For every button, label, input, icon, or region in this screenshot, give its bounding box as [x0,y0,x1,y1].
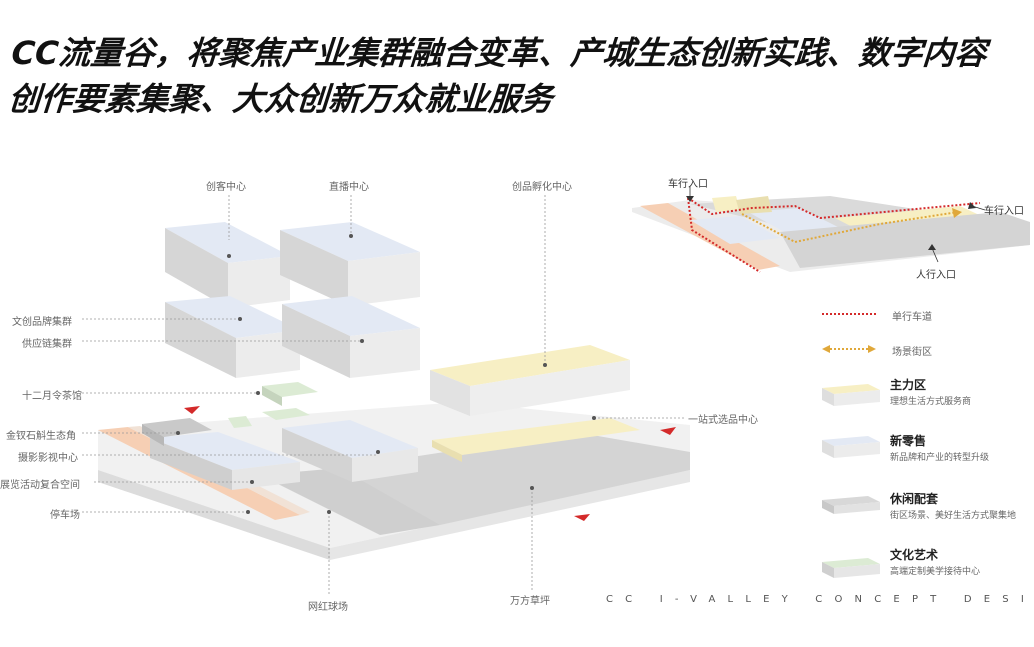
label-car-entry-left: 车行入口 [668,179,708,190]
legend-scene-street: 场景街区 [892,347,932,358]
label-court: 网红球场 [308,602,348,613]
legend-new-retail-sub: 新品牌和产业的转型升级 [890,453,990,463]
legend-main-zone-title: 主力区 [890,378,927,392]
live-center-block [280,222,420,306]
exhibition-block [150,432,300,490]
footer-concept-design: CC I-VALLEY CONCEPT DESIGN [606,594,1034,605]
brand-cluster-block [165,296,300,378]
label-maker-center: 创客中心 [206,182,246,193]
leader-dots [176,234,596,514]
label-exhibition-space: 展览活动复合空间 [0,480,80,491]
label-car-entry-right: 车行入口 [984,206,1024,217]
label-pedestrian-entry: 人行入口 [916,270,956,281]
legend-leisure-title: 休闲配套 [890,492,939,506]
label-supply-chain: 供应链集群 [22,339,72,350]
label-dendrobium-corner: 金钗石斛生态角 [6,431,76,442]
label-photography-center: 摄影影视中心 [18,453,78,464]
maker-center-block [165,222,290,308]
tea-house-block [262,382,318,406]
small-dark-block [142,418,212,446]
legend-main-zone-sub: 理想生活方式服务商 [890,397,972,407]
legend-culture-sub: 高端定制美学接待中心 [890,567,981,577]
lawn-area [260,432,690,535]
label-lawn: 万方草坪 [510,596,550,607]
site-plan [632,186,1030,273]
photography-block [282,420,418,482]
legend-swatches [822,313,880,578]
culture-block [228,408,310,428]
legend-new-retail-title: 新零售 [890,434,927,448]
selection-center [432,418,640,462]
label-incubation-center: 创品孵化中心 [512,182,572,193]
incubation-center-block [430,345,630,416]
entry-arrows [184,406,676,521]
leader-lines [82,195,686,595]
supply-chain-block [282,296,420,378]
legend-one-way: 单行车道 [892,312,932,323]
label-live-center: 直播中心 [329,182,369,193]
label-selection-center: 一站式选品中心 [688,415,758,426]
legend-culture-title: 文化艺术 [890,548,939,562]
label-parking: 停车场 [50,510,80,521]
label-tea-house: 十二月令茶馆 [22,391,82,402]
label-brand-cluster: 文创品牌集群 [12,317,72,328]
legend-leisure-sub: 街区场景、美好生活方式聚集地 [890,511,1017,521]
